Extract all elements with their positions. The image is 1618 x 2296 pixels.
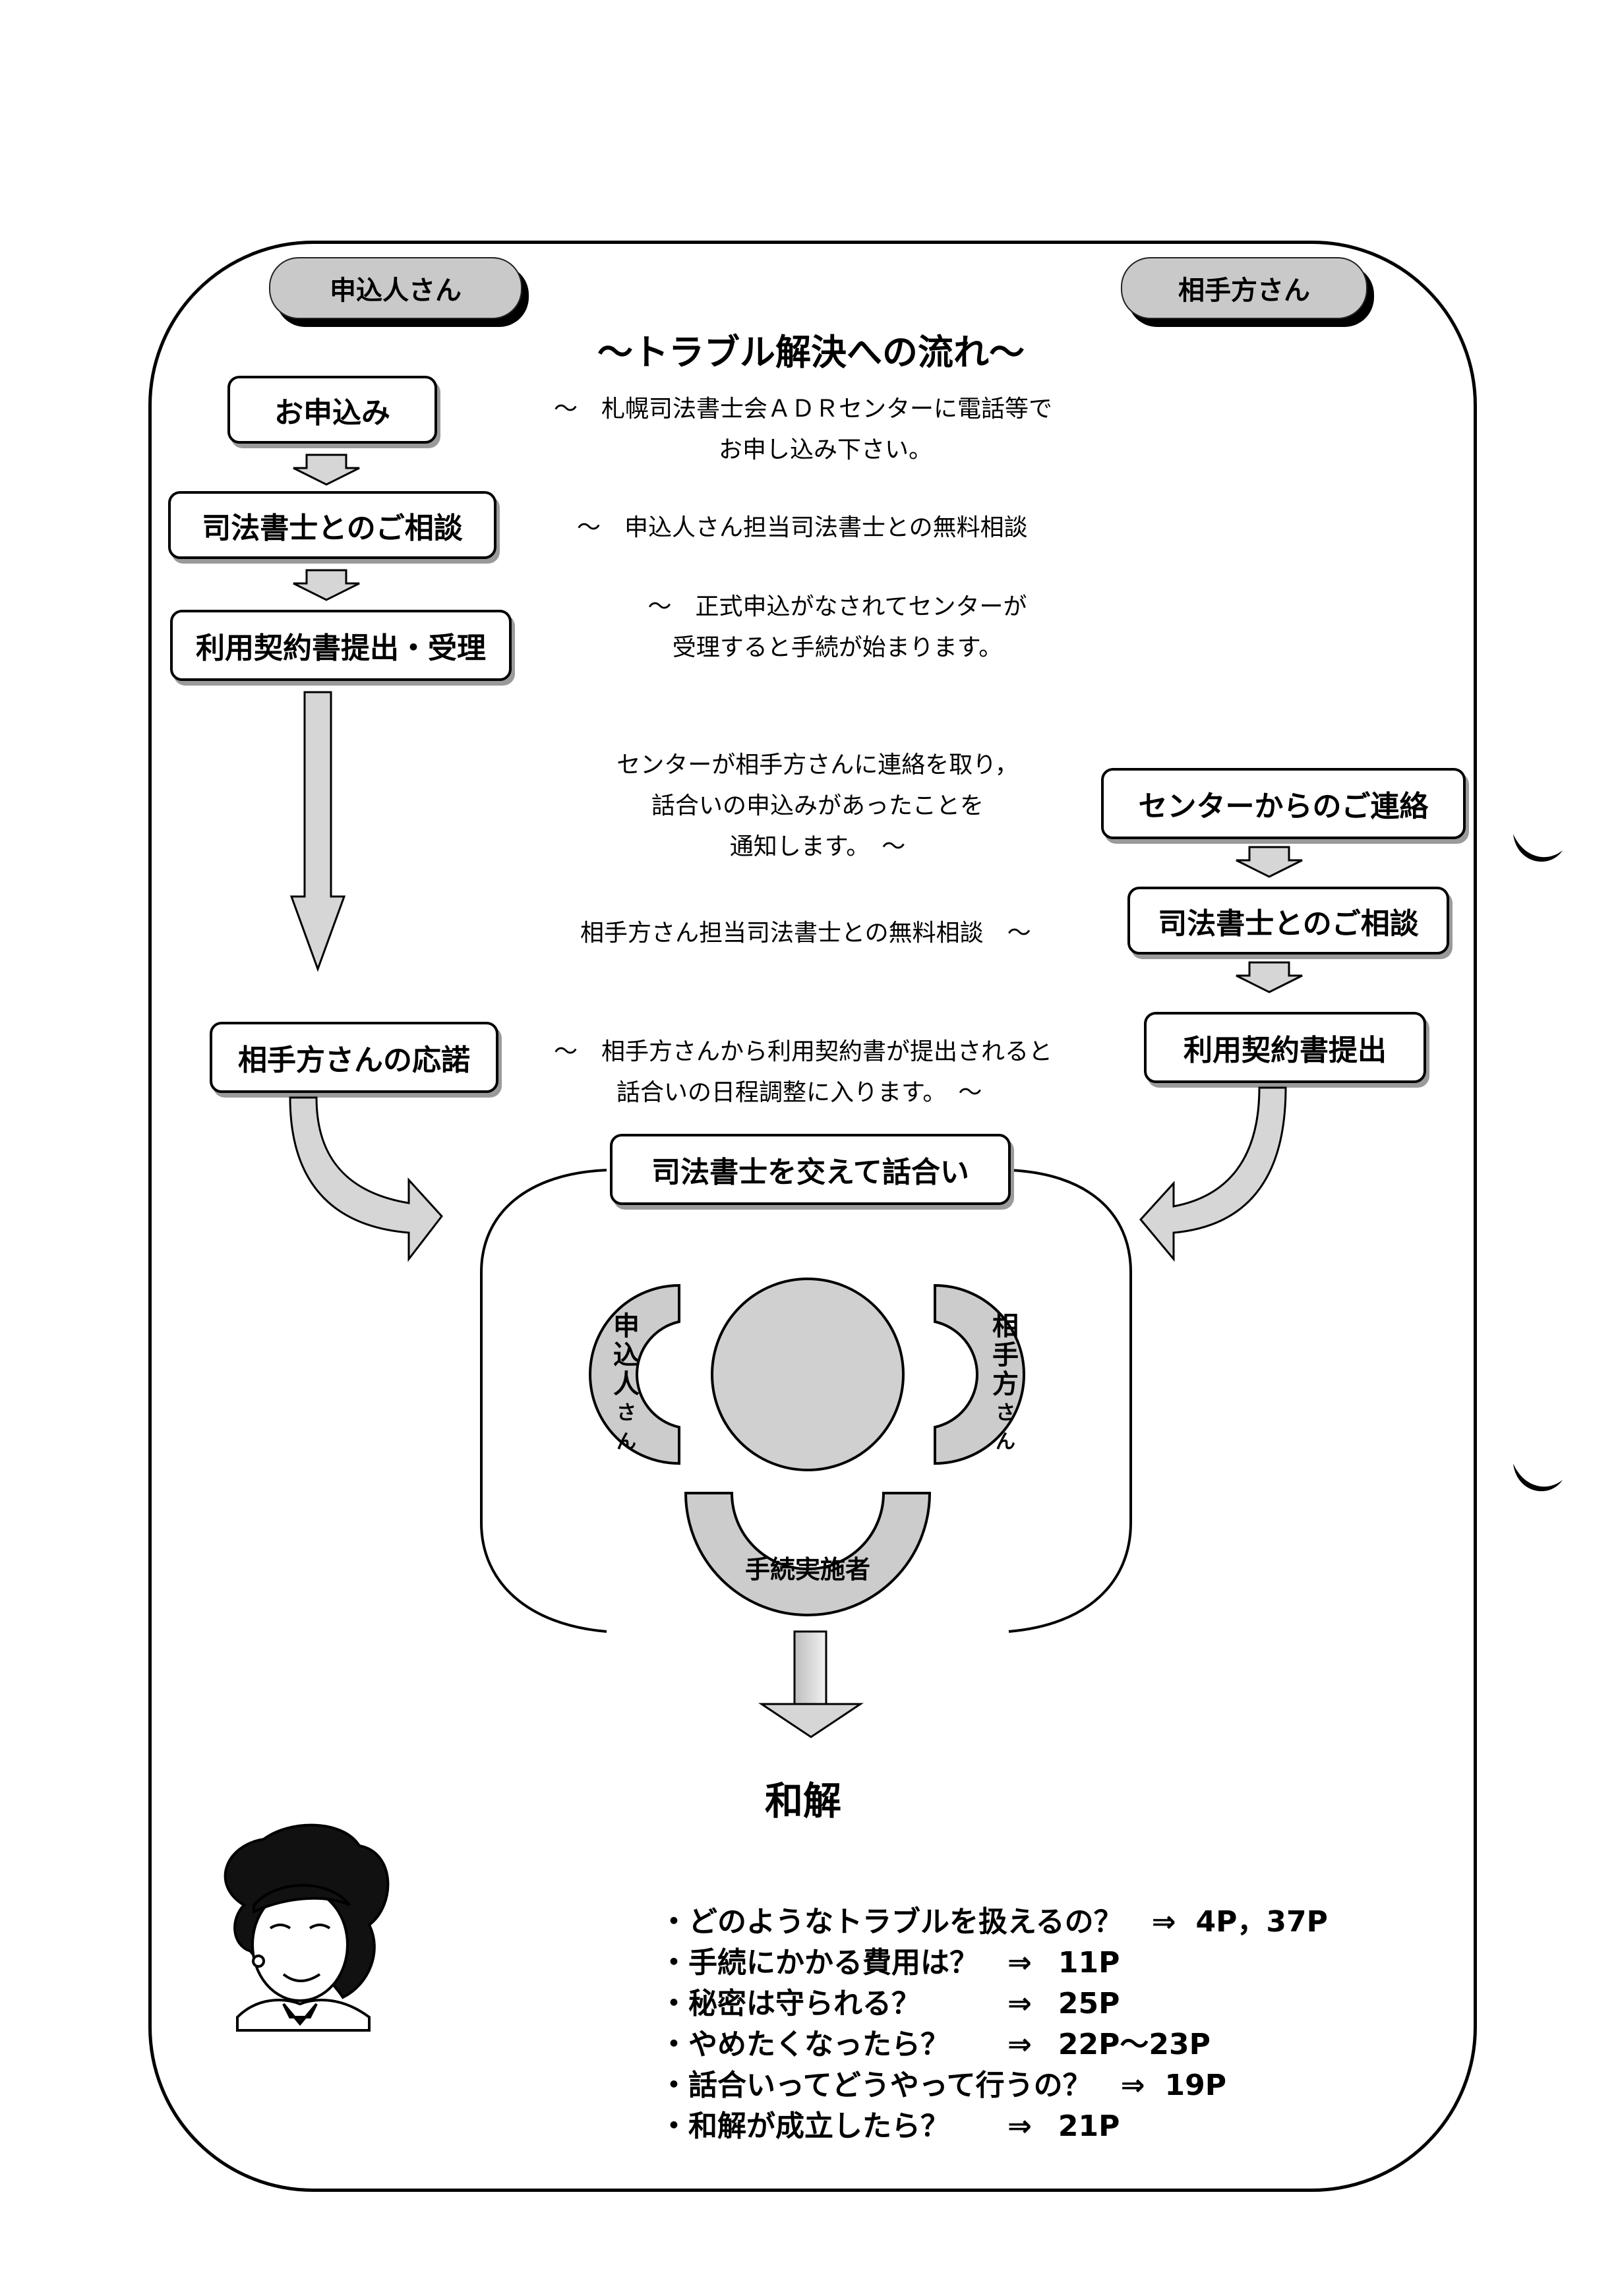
seat-applicant (589, 1283, 680, 1465)
desc-apply-line1: ～ 札幌司法書士会ＡＤＲセンターに電話等で (554, 396, 1053, 423)
curved-arrow-left-icon (289, 1096, 443, 1262)
faq-item: ・和解が成立したら？ ⇒ 21P (659, 2106, 1328, 2147)
seat-respondent-char: 相 (992, 1311, 1019, 1341)
faq-list: ・どのようなトラブルを扱えるの？ ⇒ 4P，37P ・手続にかかる費用は？ ⇒ … (659, 1902, 1328, 2147)
desc-accept-line2: 受理すると手続が始まります。 (672, 634, 1003, 661)
seat-applicant-char: 込 (613, 1340, 640, 1370)
seat-respondent-char: 手 (992, 1340, 1019, 1370)
step-apply: お申込み (227, 376, 437, 444)
seat-applicant-char: 人 (613, 1369, 640, 1399)
seat-mediator (684, 1492, 932, 1616)
long-down-arrow-icon (289, 691, 346, 972)
faq-page-ref: 22P～23P (1058, 2028, 1211, 2061)
step-center-contact: センターからのご連絡 (1101, 768, 1466, 839)
faq-page-ref: 21P (1058, 2109, 1120, 2143)
seat-respondent-label: 相 手 方 さ ん (989, 1312, 1022, 1457)
desc-consult-right: 相手方さん担当司法書士との無料相談 ～ (580, 920, 1031, 947)
desc-notify: センターが相手方さんに連絡を取り， 話合いの申込みがあったことを 通知します。 … (567, 745, 1068, 868)
woman-illustration-icon (224, 1823, 390, 2032)
desc-accept-line1: ～ 正式申込がなされてセンターが (647, 593, 1027, 620)
seat-respondent-char: さ (996, 1401, 1015, 1425)
desc-notify-line2: 話合いの申込みがあったことを (651, 792, 984, 819)
meeting-bracket-top (480, 1169, 607, 1633)
curved-arrow-right-icon (1139, 1086, 1287, 1262)
badge-respondent-label: 相手方さん (1178, 276, 1310, 306)
faq-item: ・秘密は守られる？ ⇒ 25P (659, 1984, 1328, 2024)
faq-item: ・やめたくなったら？ ⇒ 22P～23P (659, 2024, 1328, 2065)
hole-punch-mark (1513, 834, 1563, 862)
round-table (711, 1278, 905, 1471)
seat-respondent-char: ん (996, 1430, 1015, 1454)
seat-respondent-char: 方 (992, 1369, 1019, 1399)
desc-schedule-line1: ～ 相手方さんから利用契約書が提出されると (554, 1038, 1053, 1065)
faq-item: ・話合いってどうやって行うの？ ⇒ 19P (659, 2065, 1328, 2106)
desc-schedule-line2: 話合いの日程調整に入ります。 ～ (616, 1079, 982, 1106)
step-contract-submit: 利用契約書提出 (1144, 1012, 1426, 1083)
step-respondent-consent-label: 相手方さんの応諾 (238, 1044, 470, 1077)
seat-mediator-label: 手続実施者 (744, 1555, 870, 1584)
faq-question: ・話合いってどうやって行うの？ ⇒ (659, 2069, 1145, 2102)
faq-page-ref: 4P，37P (1195, 1905, 1328, 1939)
step-consult-right-label: 司法書士とのご相談 (1158, 906, 1419, 941)
result-arrow-shaft (793, 1630, 827, 1705)
flow-frame (148, 241, 1477, 2192)
faq-question: ・手続にかかる費用は？ ⇒ (659, 1946, 1032, 1980)
step-apply-label: お申込み (274, 396, 390, 430)
faq-item: ・手続にかかる費用は？ ⇒ 11P (659, 1943, 1328, 1984)
faq-item: ・どのようなトラブルを扱えるの？ ⇒ 4P，37P (659, 1902, 1328, 1943)
seat-applicant-label: 申 込 人 さ ん (610, 1312, 643, 1457)
faq-question: ・どのようなトラブルを扱えるの？ ⇒ (659, 1905, 1176, 1939)
hole-punch-mark (1513, 1463, 1563, 1492)
desc-apply: ～ 札幌司法書士会ＡＤＲセンターに電話等で お申し込み下さい。 (554, 389, 1052, 471)
down-arrow-icon (293, 454, 360, 486)
seat-applicant-char: 申 (613, 1311, 640, 1341)
desc-notify-line3: 通知します。 ～ (729, 833, 906, 860)
faq-question: ・和解が成立したら？ ⇒ (659, 2109, 1032, 2143)
faq-question: ・秘密は守られる？ ⇒ (659, 1987, 1032, 2020)
desc-consult-left: ～ 申込人さん担当司法書士との無料相談 (577, 514, 1028, 541)
step-contract-accept-label: 利用契約書提出・受理 (196, 632, 486, 665)
down-arrow-icon (1236, 846, 1303, 878)
faq-page-ref: 11P (1058, 1946, 1120, 1980)
seat-applicant-char: さ (616, 1401, 636, 1425)
desc-schedule: ～ 相手方さんから利用契約書が提出されると 話合いの日程調整に入ります。 ～ (554, 1032, 1052, 1113)
result-arrow-head-icon (758, 1703, 864, 1738)
faq-question: ・やめたくなったら？ ⇒ (659, 2028, 1032, 2061)
desc-apply-line2: お申し込み下さい。 (719, 436, 933, 463)
down-arrow-icon (293, 569, 360, 601)
down-arrow-icon (1236, 961, 1303, 993)
step-center-contact-label: センターからのご連絡 (1138, 790, 1429, 823)
meeting-label-text: 司法書士を交えて話合い (651, 1156, 969, 1189)
step-contract-accept: 利用契約書提出・受理 (170, 610, 512, 681)
desc-notify-line1: センターが相手方さんに連絡を取り， (616, 751, 1019, 779)
badge-respondent: 相手方さん (1121, 257, 1367, 319)
step-consult-left: 司法書士とのご相談 (168, 491, 496, 559)
page-title: ～トラブル解決への流れ～ (597, 332, 1025, 373)
step-consult-right: 司法書士とのご相談 (1127, 887, 1449, 955)
badge-applicant-label: 申込人さん (330, 276, 462, 306)
step-contract-submit-label: 利用契約書提出 (1184, 1034, 1387, 1067)
step-consult-left-label: 司法書士とのご相談 (202, 511, 463, 545)
result-settlement: 和解 (765, 1779, 842, 1823)
meeting-bracket-top-right (1008, 1169, 1132, 1633)
badge-applicant: 申込人さん (269, 257, 522, 319)
desc-accept: ～ 正式申込がなされてセンターが 受理すると手続が始まります。 (580, 587, 1094, 668)
faq-page-ref: 19P (1164, 2069, 1226, 2102)
faq-page-ref: 25P (1058, 1987, 1120, 2020)
seat-respondent (934, 1283, 1025, 1465)
meeting-label: 司法書士を交えて話合い (610, 1134, 1011, 1205)
seat-applicant-char: ん (616, 1430, 636, 1454)
step-respondent-consent: 相手方さんの応諾 (210, 1022, 498, 1093)
